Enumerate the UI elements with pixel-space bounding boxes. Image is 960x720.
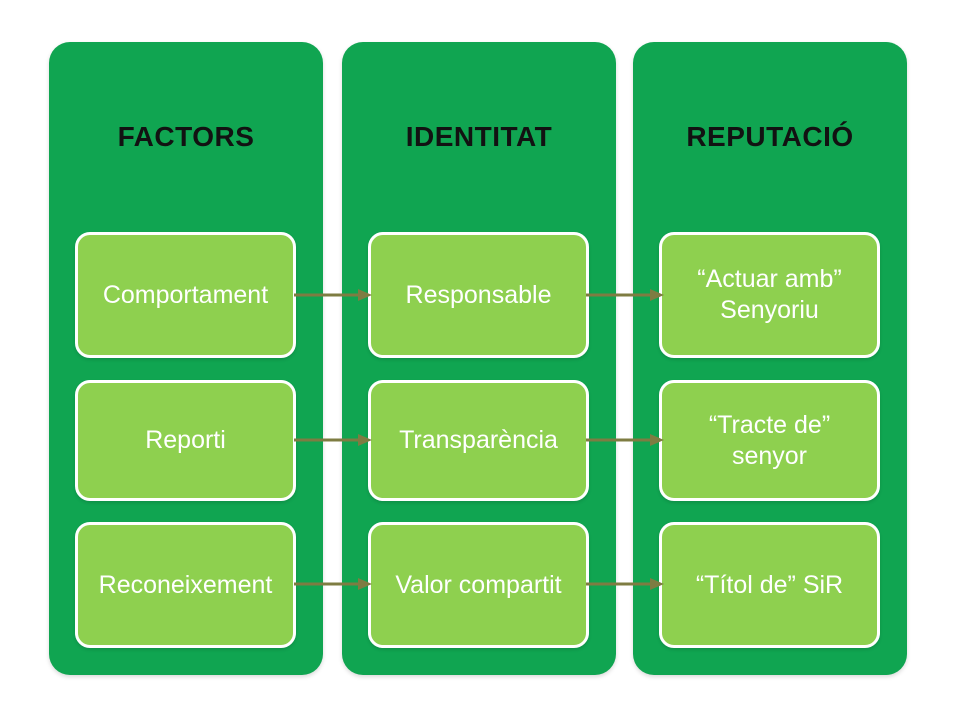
arrow-right-icon bbox=[294, 578, 372, 590]
box-label: Transparència bbox=[399, 426, 558, 454]
diagram-box-responsable: Responsable bbox=[368, 232, 589, 358]
arrow-right-icon bbox=[586, 578, 664, 590]
column-header: FACTORS bbox=[117, 121, 255, 152]
diagram-box-reporti: Reporti bbox=[75, 380, 296, 501]
column-factors: FACTORS Comportament Reporti Reconeixeme… bbox=[49, 42, 323, 675]
box-label: “Tracte de” senyor bbox=[708, 410, 831, 470]
diagram-box-actuar-amb-senyoriu: “Actuar amb” Senyoriu bbox=[659, 232, 880, 358]
arrow-right-icon bbox=[586, 289, 664, 301]
diagram-box-valor-compartit: Valor compartit bbox=[368, 522, 589, 648]
box-label: Responsable bbox=[405, 280, 552, 309]
box-label: “Actuar amb” Senyoriu bbox=[697, 265, 842, 324]
box-label: Comportament bbox=[102, 280, 269, 309]
arrow-right-icon bbox=[294, 434, 372, 446]
arrow-right-icon bbox=[586, 434, 664, 446]
diagram-box-titol-de-sir: “Títol de” SiR bbox=[659, 522, 880, 648]
diagram-box-tracte-de-senyor: “Tracte de” senyor bbox=[659, 380, 880, 501]
box-label: “Títol de” SiR bbox=[695, 570, 844, 599]
column-header: REPUTACIÓ bbox=[686, 121, 854, 152]
diagram-box-reconeixement: Reconeixement bbox=[75, 522, 296, 648]
column-header: IDENTITAT bbox=[405, 121, 553, 152]
column-reputacio: REPUTACIÓ “Actuar amb” Senyoriu “Tracte … bbox=[633, 42, 907, 675]
box-label: Reconeixement bbox=[98, 570, 273, 599]
box-label: Reporti bbox=[145, 426, 226, 454]
diagram-box-transparencia: Transparència bbox=[368, 380, 589, 501]
arrow-right-icon bbox=[294, 289, 372, 301]
column-identitat: IDENTITAT Responsable Transparència Valo… bbox=[342, 42, 616, 675]
box-label: Valor compartit bbox=[395, 570, 562, 599]
diagram-box-comportament: Comportament bbox=[75, 232, 296, 358]
